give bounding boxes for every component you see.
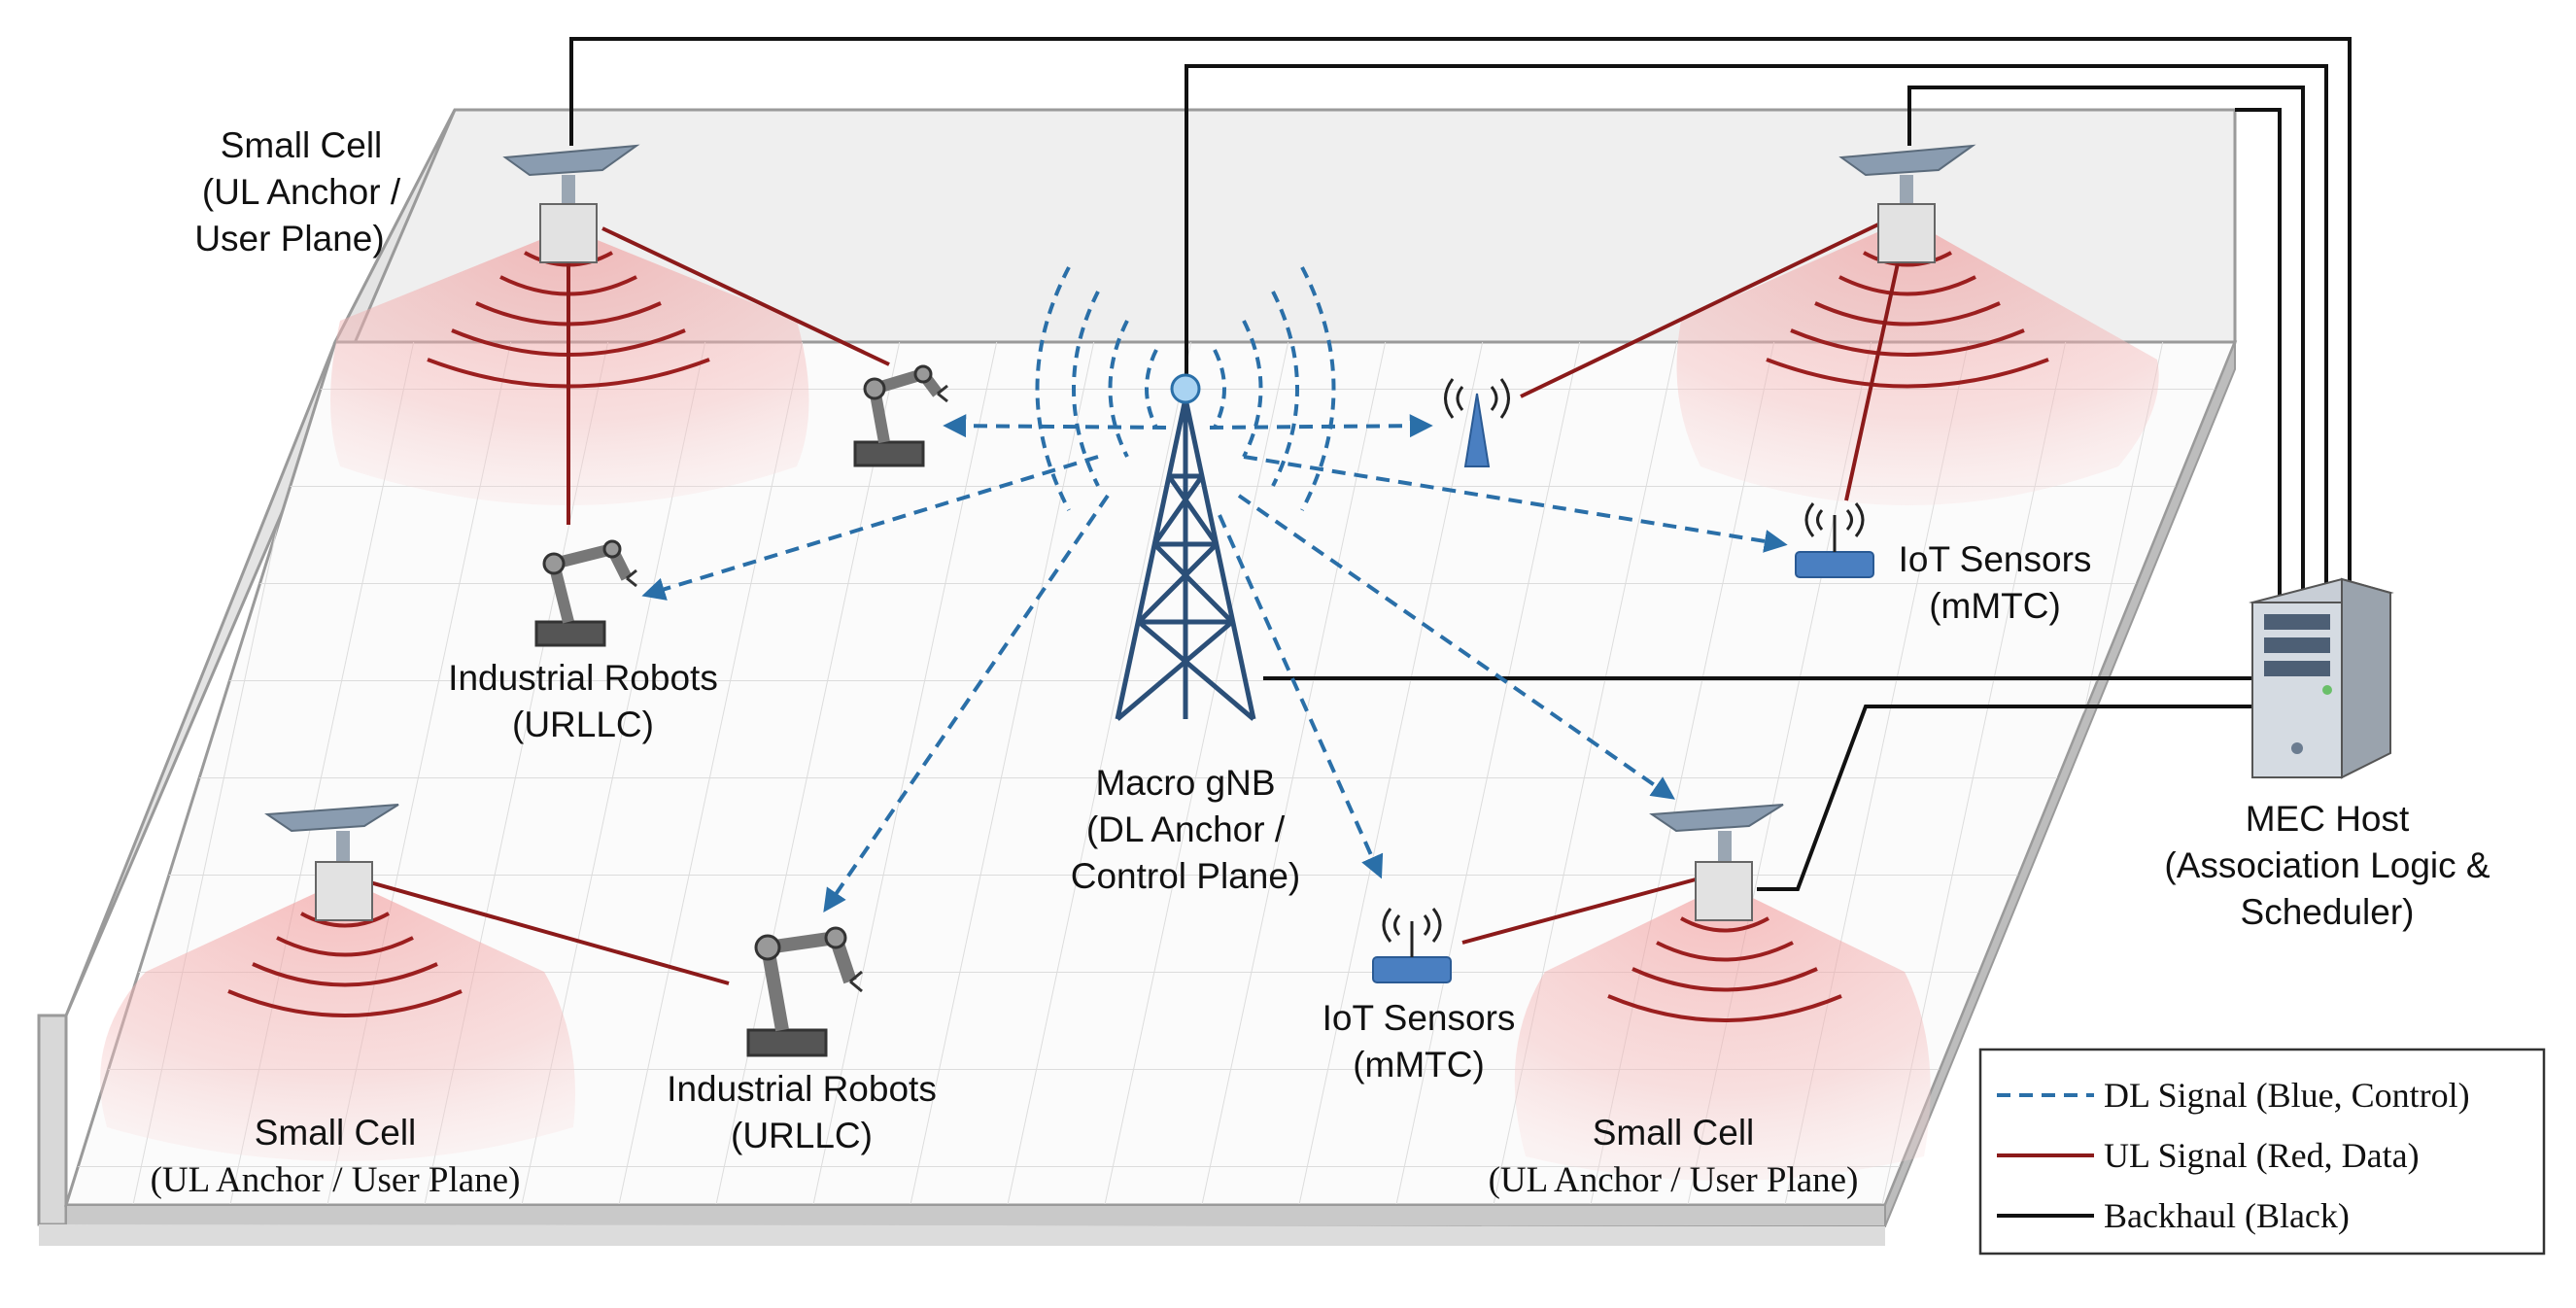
svg-text:MEC Host: MEC Host [2246, 799, 2410, 839]
svg-text:Control Plane): Control Plane) [1071, 856, 1301, 896]
svg-text:(UL Anchor / User Plane): (UL Anchor / User Plane) [1489, 1160, 1859, 1200]
label-small-cell-br: Small Cell (UL Anchor / User Plane) [1489, 1113, 1859, 1200]
small-cell-tl [502, 144, 640, 263]
svg-text:Industrial Robots: Industrial Robots [448, 658, 718, 698]
svg-text:Small Cell: Small Cell [221, 125, 383, 165]
svg-text:(Association Logic &: (Association Logic & [2164, 845, 2490, 885]
robot-arm-icon [534, 364, 948, 1057]
label-small-cell-tl: Small Cell (UL Anchor / User Plane) [194, 125, 401, 258]
svg-text:Small Cell: Small Cell [255, 1113, 417, 1153]
backhaul-br-cell [1757, 705, 2252, 891]
backhaul-tr-cell [1907, 86, 2305, 602]
iot-center [1372, 908, 1452, 983]
svg-text:(mMTC): (mMTC) [1353, 1045, 1485, 1084]
backhaul-tl-cell [569, 37, 2352, 602]
svg-text:IoT Sensors: IoT Sensors [1899, 539, 2092, 579]
ul-arcs [227, 251, 2049, 1022]
coverage-bl [100, 879, 576, 1161]
svg-text:(UL Anchor / User Plane): (UL Anchor / User Plane) [151, 1160, 521, 1200]
svg-text:(URLLC): (URLLC) [731, 1116, 873, 1155]
label-iot-center: IoT Sensors (mMTC) [1322, 998, 1516, 1084]
iot-right [1795, 502, 1874, 578]
robot-lower [746, 926, 863, 1057]
svg-text:Scheduler): Scheduler) [2241, 892, 2415, 932]
svg-text:Small Cell: Small Cell [1593, 1113, 1755, 1153]
svg-text:(mMTC): (mMTC) [1929, 586, 2061, 626]
robot-upper [534, 539, 637, 647]
svg-text:User Plane): User Plane) [194, 219, 384, 258]
legend-ul-label: UL Signal (Red, Data) [2104, 1136, 2420, 1175]
label-small-cell-bl: Small Cell (UL Anchor / User Plane) [151, 1113, 521, 1200]
small-cell-bl [264, 804, 399, 921]
label-robots-lower: Industrial Robots (URLLC) [667, 1069, 937, 1155]
server-icon [2249, 577, 2394, 779]
small-cell-antenna-icon [264, 144, 1976, 921]
legend-dl-label: DL Signal (Blue, Control) [2104, 1076, 2470, 1115]
backhaul-lines [569, 37, 2352, 891]
small-cell-tr [1838, 144, 1976, 263]
svg-text:Industrial Robots: Industrial Robots [667, 1069, 937, 1109]
macro-tower-icon [1035, 266, 1336, 721]
legend: DL Signal (Blue, Control) UL Signal (Red… [1978, 1048, 2546, 1256]
ul-lines [359, 218, 1909, 985]
svg-text:Macro gNB: Macro gNB [1095, 763, 1275, 803]
svg-text:IoT Sensors: IoT Sensors [1322, 998, 1516, 1038]
robot-top [853, 364, 948, 467]
label-robots-upper: Industrial Robots (URLLC) [448, 658, 718, 744]
coverage-br [1514, 884, 1931, 1181]
svg-text:(DL Anchor /: (DL Anchor / [1086, 809, 1286, 849]
legend-backhaul-label: Backhaul (Black) [2104, 1196, 2350, 1235]
iot-sensor-icon [1372, 378, 1874, 983]
backhaul-tr-2 [2235, 108, 2282, 602]
label-iot-right: IoT Sensors (mMTC) [1899, 539, 2092, 626]
backhaul-macro [1185, 64, 2328, 602]
coverage-tr [1676, 219, 2159, 505]
iot-top [1444, 378, 1510, 467]
dl-arrows [641, 414, 1788, 912]
svg-text:(URLLC): (URLLC) [512, 705, 654, 744]
label-mec: MEC Host (Association Logic & Scheduler) [2164, 799, 2490, 932]
small-cell-br [1649, 804, 1784, 921]
label-macro: Macro gNB (DL Anchor / Control Plane) [1071, 763, 1301, 896]
svg-text:(UL Anchor /: (UL Anchor / [202, 172, 401, 212]
